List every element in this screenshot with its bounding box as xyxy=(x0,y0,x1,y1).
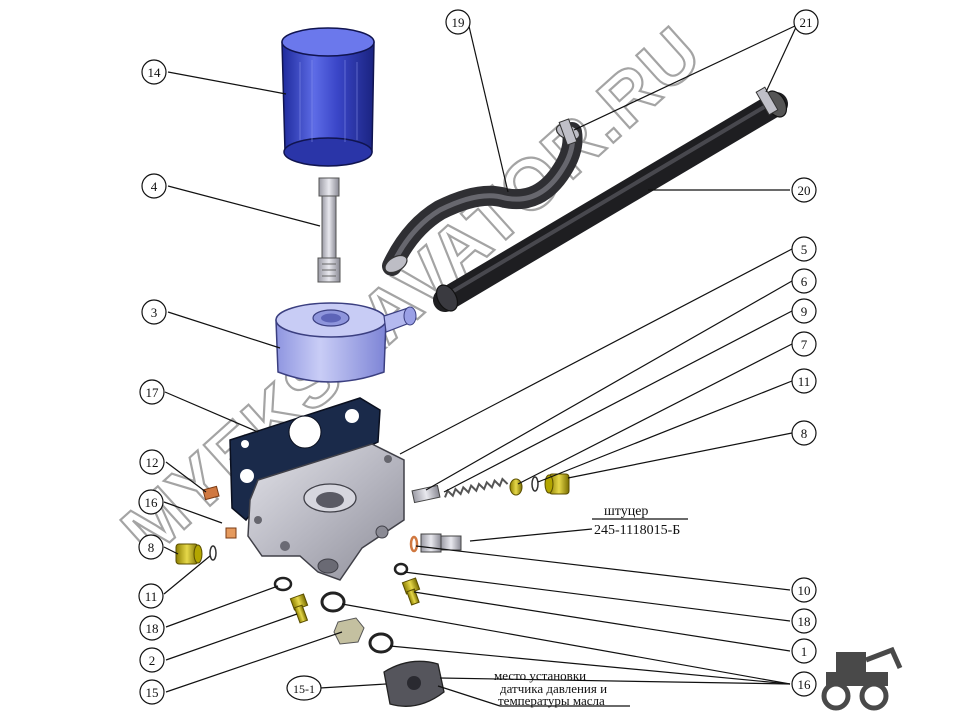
callout-5: 5 xyxy=(791,236,817,262)
svg-text:16: 16 xyxy=(145,495,159,510)
callout-18-left: 18 xyxy=(139,615,165,641)
callout-14: 14 xyxy=(141,59,167,85)
svg-text:15: 15 xyxy=(146,685,159,700)
callout-11-right: 11 xyxy=(791,368,817,394)
svg-text:19: 19 xyxy=(452,15,465,30)
oil-filter-part xyxy=(281,27,375,167)
svg-text:10: 10 xyxy=(798,583,811,598)
fitting-annotation: штуцер 245-1118015-Б xyxy=(594,504,680,538)
svg-text:21: 21 xyxy=(800,15,813,30)
brass-plug-left-part xyxy=(175,543,203,565)
callout-16-left: 16 xyxy=(138,489,164,515)
o-ring-left-part xyxy=(209,545,217,561)
sensor-line-3: температуры масла xyxy=(498,693,605,708)
o-ring-18-left-part xyxy=(273,576,293,592)
svg-text:4: 4 xyxy=(151,179,158,194)
filter-body-part xyxy=(247,443,405,581)
oil-cooler-housing-part xyxy=(275,302,417,383)
copper-ring-left-part xyxy=(225,527,237,539)
svg-text:7: 7 xyxy=(801,337,808,352)
callout-2: 2 xyxy=(139,647,165,673)
callout-15: 15 xyxy=(139,679,165,705)
excavator-logo xyxy=(821,646,903,711)
callout-21: 21 xyxy=(793,9,819,35)
callouts: 14 4 3 17 12 16 8 11 xyxy=(138,9,819,705)
brass-plug-right-part xyxy=(544,473,570,495)
fitting-title: штуцер xyxy=(604,504,648,519)
union-bolt-part xyxy=(317,177,341,283)
leader-lines xyxy=(163,21,798,707)
fitting-code: 245-1118015-Б xyxy=(594,523,680,538)
svg-text:8: 8 xyxy=(801,426,808,441)
sensor-annotation: место установки датчика давления и темпе… xyxy=(494,668,607,708)
long-hose-part xyxy=(433,90,788,312)
svg-text:6: 6 xyxy=(801,274,808,289)
o-ring-16-lower-part xyxy=(368,632,394,654)
watermark-text: MYEKSKAVATOR.RU xyxy=(107,11,717,571)
callout-9: 9 xyxy=(791,298,817,324)
callout-10: 10 xyxy=(791,577,817,603)
brass-washer-part xyxy=(509,478,523,496)
svg-text:2: 2 xyxy=(149,653,156,668)
svg-text:3: 3 xyxy=(151,305,158,320)
hose-clamps-part xyxy=(558,86,779,146)
callout-7: 7 xyxy=(791,331,817,357)
svg-text:15-1: 15-1 xyxy=(293,682,315,696)
callout-16-right: 16 xyxy=(791,671,817,697)
o-ring-small-part xyxy=(531,476,539,492)
svg-text:8: 8 xyxy=(148,540,155,555)
svg-text:14: 14 xyxy=(148,65,162,80)
brass-bolt-left-part xyxy=(289,593,309,624)
callout-15-1: 15-1 xyxy=(286,675,322,701)
callout-8-left: 8 xyxy=(138,534,164,560)
valve-spring-part xyxy=(411,477,509,504)
sensor-plate-part xyxy=(383,660,445,707)
copper-washer-part xyxy=(202,485,220,501)
sensor-line-2: датчика давления и xyxy=(500,681,607,696)
callout-6: 6 xyxy=(791,268,817,294)
sensor-line-1: место установки xyxy=(494,668,586,683)
o-ring-16-part xyxy=(320,591,346,613)
callout-4: 4 xyxy=(141,173,167,199)
callout-17: 17 xyxy=(139,379,165,405)
plug-15-part xyxy=(333,617,365,645)
svg-text:5: 5 xyxy=(801,242,808,257)
svg-text:9: 9 xyxy=(801,304,808,319)
svg-text:11: 11 xyxy=(145,589,158,604)
svg-text:11: 11 xyxy=(798,374,811,389)
callout-8-right: 8 xyxy=(791,420,817,446)
svg-text:12: 12 xyxy=(146,455,159,470)
callout-11-left: 11 xyxy=(138,583,164,609)
callout-3: 3 xyxy=(141,299,167,325)
svg-text:18: 18 xyxy=(798,614,811,629)
watermark: MYEKSKAVATOR.RU xyxy=(106,10,718,573)
callout-12: 12 xyxy=(139,449,165,475)
bent-hose-part xyxy=(382,122,583,276)
callout-1: 1 xyxy=(791,638,817,664)
fitting-part xyxy=(409,533,462,553)
callout-18-right: 18 xyxy=(791,608,817,634)
callout-20: 20 xyxy=(791,177,817,203)
brass-bolt-right-part xyxy=(401,577,421,606)
svg-text:16: 16 xyxy=(798,677,812,692)
o-ring-18-right-part xyxy=(393,562,409,576)
svg-text:17: 17 xyxy=(146,385,160,400)
callout-19: 19 xyxy=(445,9,471,35)
svg-text:18: 18 xyxy=(146,621,159,636)
svg-text:20: 20 xyxy=(798,183,811,198)
svg-text:1: 1 xyxy=(801,644,808,659)
